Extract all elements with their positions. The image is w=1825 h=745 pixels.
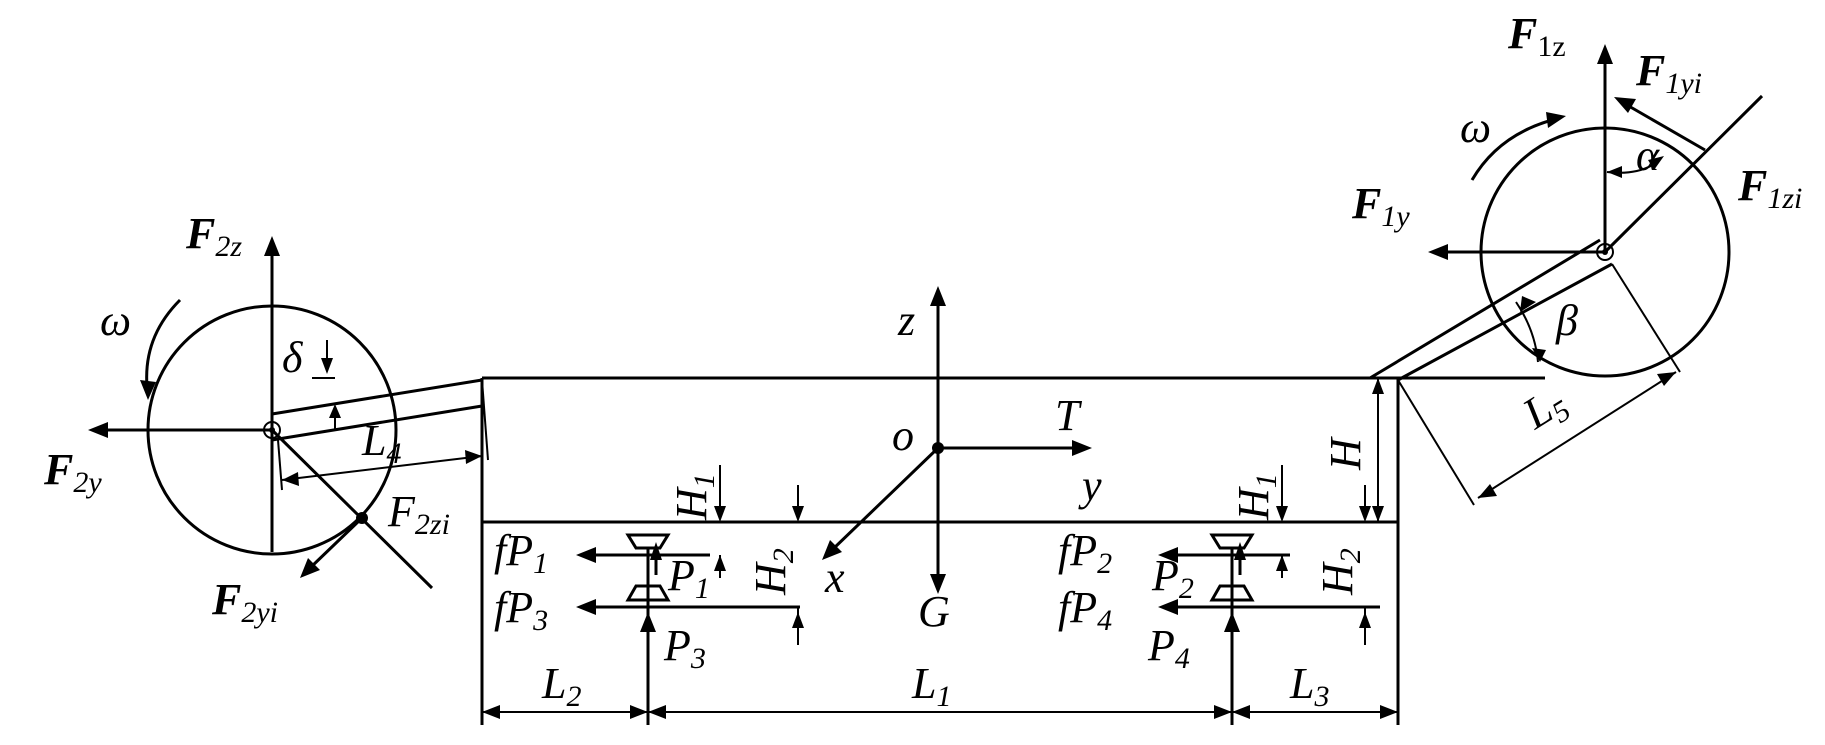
- label-fP4: fP4: [1058, 583, 1112, 637]
- label-F1y: F1y: [1351, 179, 1410, 233]
- label-H: H: [1321, 436, 1370, 471]
- right-support: [1158, 378, 1384, 725]
- label-y: y: [1078, 461, 1102, 510]
- label-F1zi: F1zi: [1737, 161, 1802, 215]
- label-H2-left: H2: [746, 548, 800, 596]
- label-z: z: [897, 296, 915, 345]
- label-L1: L1: [911, 659, 951, 713]
- label-F1yi: F1yi: [1635, 46, 1702, 100]
- label-beta: β: [1555, 296, 1578, 345]
- label-alpha: α: [1636, 131, 1660, 180]
- label-fP3: fP3: [494, 583, 548, 637]
- label-fP2: fP2: [1058, 526, 1112, 580]
- label-omega-right: ω: [1460, 103, 1491, 152]
- label-P2: P2: [1151, 551, 1194, 605]
- label-omega-left: ω: [100, 296, 131, 345]
- label-H1-right: H1: [1229, 473, 1283, 521]
- label-x: x: [824, 553, 845, 602]
- label-F2zi: F2zi: [387, 487, 450, 541]
- labels: F1z F1yi F1zi F1y ω α β L5 F2z ω δ L4 F2…: [43, 9, 1802, 713]
- label-F1z: F1z: [1507, 9, 1566, 63]
- label-P1: P1: [667, 551, 710, 605]
- label-L3: L3: [1289, 659, 1329, 713]
- label-P3: P3: [663, 621, 706, 675]
- label-o: o: [892, 411, 914, 460]
- label-L2: L2: [541, 659, 581, 713]
- left-support: [576, 465, 804, 725]
- right-wheel: [1369, 44, 1764, 506]
- label-delta: δ: [282, 333, 304, 382]
- label-fP1: fP1: [494, 526, 548, 580]
- coordinate-axes: [822, 286, 1092, 594]
- label-P4: P4: [1147, 621, 1190, 675]
- label-F2y: F2y: [43, 445, 102, 499]
- label-H2-right: H2: [1313, 548, 1367, 596]
- label-H1-left: H1: [667, 473, 721, 521]
- label-F2z: F2z: [185, 209, 242, 263]
- body-frame: [480, 376, 1545, 725]
- label-F2yi: F2yi: [211, 575, 278, 629]
- bottom-dimensions: [482, 705, 1398, 719]
- label-L4: L4: [361, 416, 401, 470]
- label-T: T: [1055, 391, 1083, 440]
- left-wheel: [88, 236, 489, 590]
- label-L5: L5: [1513, 376, 1576, 443]
- label-G: G: [918, 587, 950, 636]
